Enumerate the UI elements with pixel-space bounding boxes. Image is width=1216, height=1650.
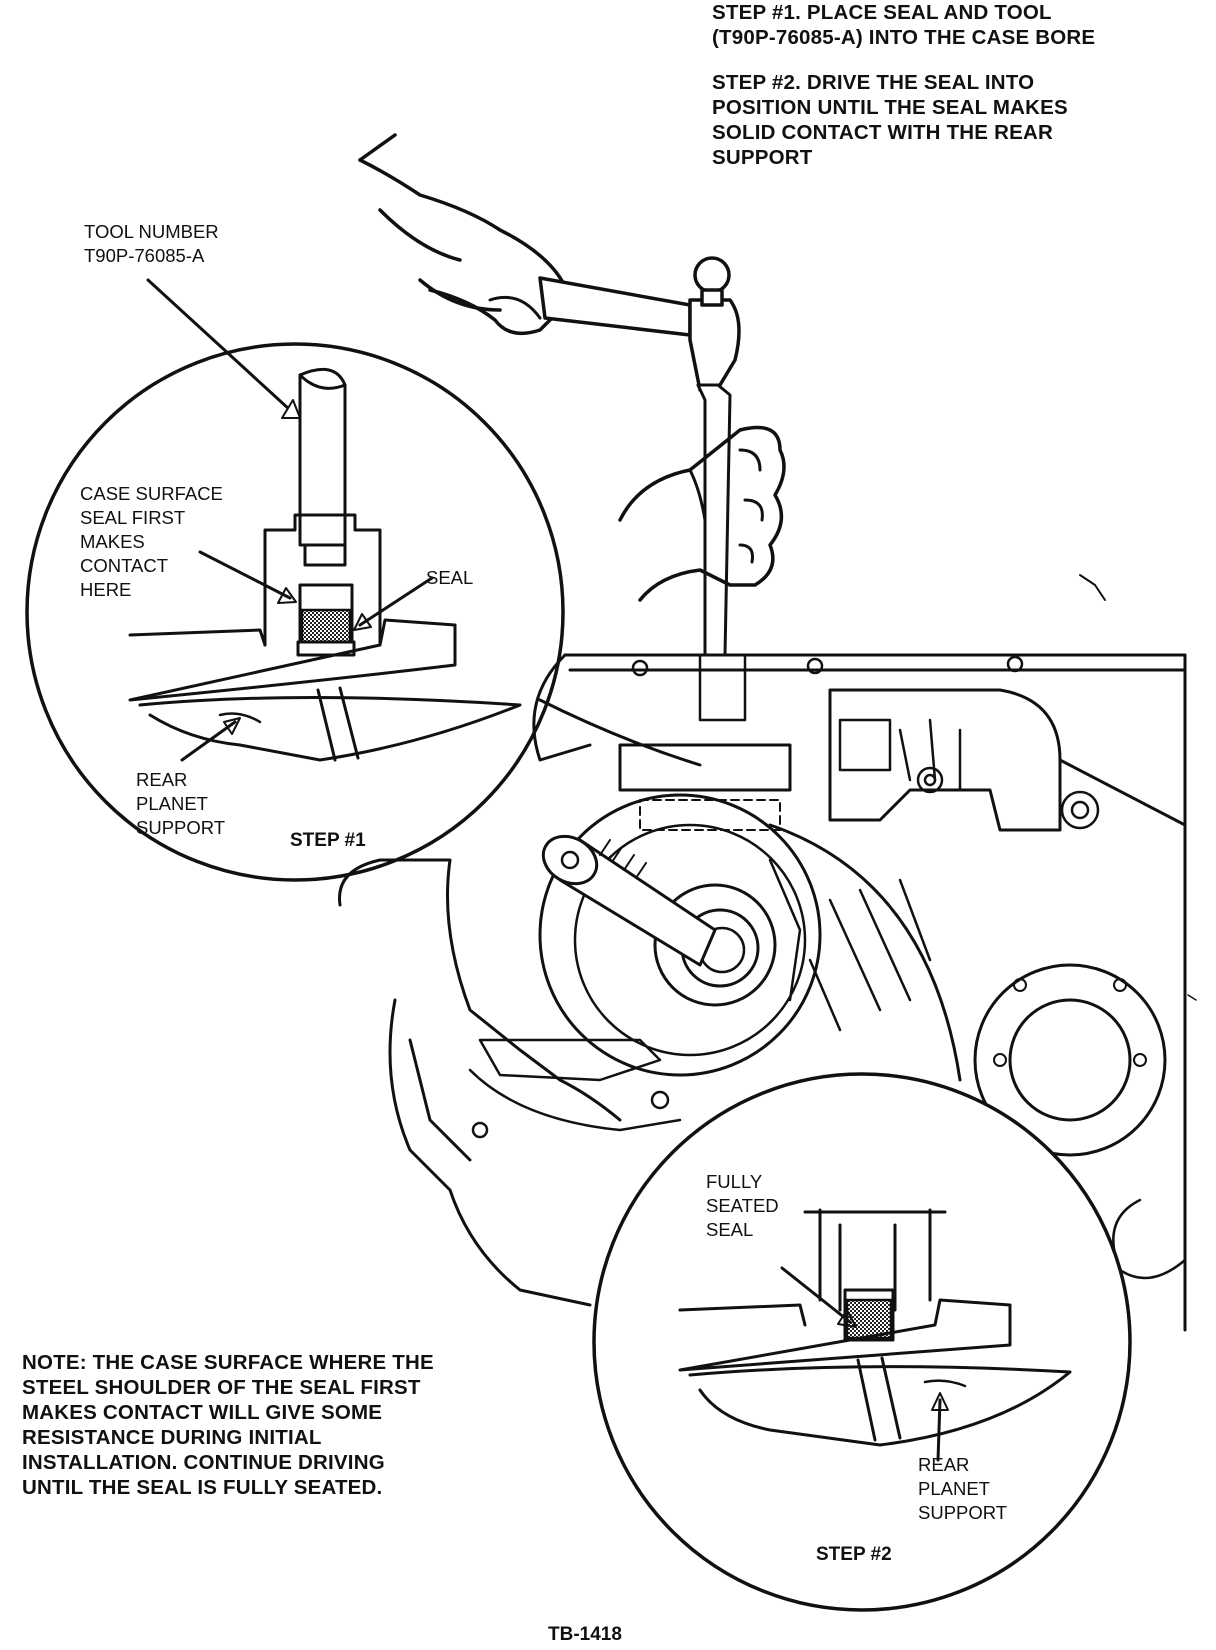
step2-line2: POSITION UNTIL THE SEAL MAKES: [712, 96, 1068, 119]
support2-line1: REAR: [918, 1454, 970, 1475]
step1-line1: STEP #1. PLACE SEAL AND TOOL: [712, 1, 1052, 24]
seated-line3: SEAL: [706, 1219, 754, 1240]
note-line2: STEEL SHOULDER OF THE SEAL FIRST: [22, 1376, 421, 1399]
figure-id: TB-1418: [548, 1622, 622, 1647]
detail1-connector: [538, 698, 702, 767]
detail2-connector: [768, 823, 962, 1082]
case-line2: SEAL FIRST: [80, 507, 186, 528]
seal-text: SEAL: [426, 567, 474, 588]
step1-line2: (T90P-76085-A) INTO THE CASE BORE: [712, 26, 1096, 49]
step1-caption-text: STEP #1: [290, 830, 366, 851]
rear-planet-support-label-2: REAR PLANET SUPPORT: [918, 1453, 1007, 1525]
note-line4: RESISTANCE DURING INITIAL: [22, 1426, 322, 1449]
seated-line1: FULLY: [706, 1171, 763, 1192]
support2-line3: SUPPORT: [918, 1502, 1008, 1523]
note-line6: UNTIL THE SEAL IS FULLY SEATED.: [22, 1476, 383, 1499]
note-line5: INSTALLATION. CONTINUE DRIVING: [22, 1451, 385, 1474]
case-line4: CONTACT: [80, 555, 169, 576]
support1-line3: SUPPORT: [136, 817, 226, 838]
seal-label: SEAL: [426, 566, 473, 590]
tool-number-label: TOOL NUMBER T90P-76085-A: [84, 220, 219, 268]
tool-line2: T90P-76085-A: [84, 245, 205, 266]
step2-line4: SUPPORT: [712, 146, 813, 169]
step2-instruction: STEP #2. DRIVE THE SEAL INTO POSITION UN…: [712, 70, 1068, 170]
step2-caption-text: STEP #2: [816, 1544, 892, 1565]
transmission-case: [338, 653, 1187, 1332]
step1-instruction: STEP #1. PLACE SEAL AND TOOL (T90P-76085…: [712, 0, 1095, 50]
speck: [1079, 574, 1106, 601]
fully-seated-seal-label: FULLY SEATED SEAL: [706, 1170, 779, 1242]
detail-circle-step2: [592, 1072, 1132, 1612]
hammer-and-hands: [358, 133, 786, 722]
detail-circle-step1: [25, 278, 565, 882]
note-line1: NOTE: THE CASE SURFACE WHERE THE: [22, 1351, 434, 1374]
installation-note: NOTE: THE CASE SURFACE WHERE THE STEEL S…: [22, 1350, 434, 1500]
support1-line1: REAR: [136, 769, 188, 790]
figure-id-text: TB-1418: [548, 1624, 622, 1645]
seated-line2: SEATED: [706, 1195, 779, 1216]
step1-caption: STEP #1: [290, 828, 366, 853]
case-line3: MAKES: [80, 531, 145, 552]
step2-line3: SOLID CONTACT WITH THE REAR: [712, 121, 1053, 144]
case-surface-label: CASE SURFACE SEAL FIRST MAKES CONTACT HE…: [80, 482, 223, 602]
rear-planet-support-label-1: REAR PLANET SUPPORT: [136, 768, 225, 840]
support2-line2: PLANET: [918, 1478, 990, 1499]
tool-line1: TOOL NUMBER: [84, 221, 219, 242]
step2-caption: STEP #2: [816, 1542, 892, 1567]
note-line3: MAKES CONTACT WILL GIVE SOME: [22, 1401, 383, 1424]
case-line5: HERE: [80, 579, 132, 600]
step2-line1: STEP #2. DRIVE THE SEAL INTO: [712, 71, 1035, 94]
case-line1: CASE SURFACE: [80, 483, 223, 504]
speck: [1187, 994, 1197, 1001]
support1-line2: PLANET: [136, 793, 208, 814]
